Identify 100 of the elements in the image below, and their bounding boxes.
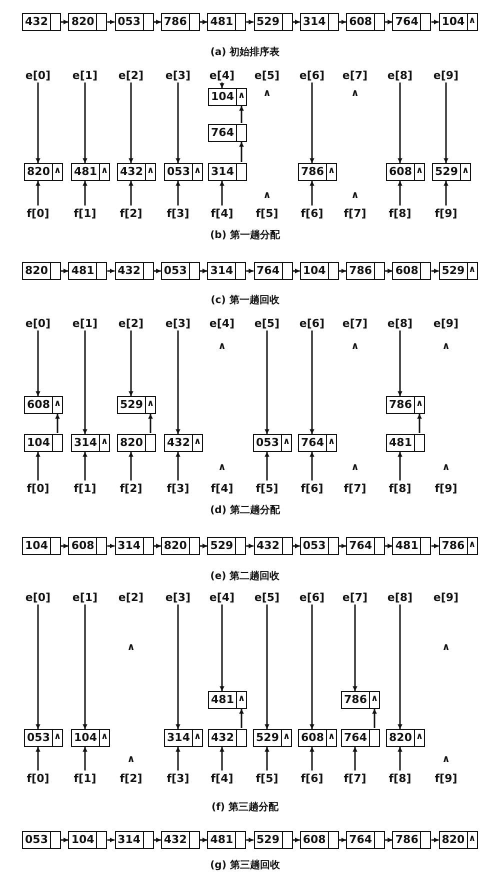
record-box bbox=[254, 13, 292, 31]
arrow bbox=[220, 181, 224, 206]
pointer-label: e[7] bbox=[342, 316, 368, 330]
arrow bbox=[200, 20, 208, 24]
record-box bbox=[208, 124, 247, 142]
record-box bbox=[68, 13, 108, 31]
arrow bbox=[154, 838, 161, 842]
arrow bbox=[61, 20, 68, 24]
pointer-label: f[2] bbox=[120, 482, 142, 494]
arrow bbox=[398, 82, 402, 163]
key-value: 481 bbox=[73, 164, 98, 180]
record-box bbox=[386, 163, 425, 181]
pointer-label: e[4] bbox=[209, 68, 235, 82]
null-pointer-mark: ∧ bbox=[281, 730, 291, 746]
pointer-label: e[7] bbox=[342, 68, 368, 82]
key-value: 481 bbox=[394, 538, 420, 554]
pointer-label: f[8] bbox=[388, 772, 412, 784]
key-value: 053 bbox=[24, 832, 49, 848]
pointer-label: f[6] bbox=[300, 206, 324, 220]
record-box bbox=[392, 13, 432, 31]
pointer-label: e[2] bbox=[118, 68, 144, 82]
arrow bbox=[398, 604, 402, 729]
record-box bbox=[346, 13, 386, 31]
arrow bbox=[338, 838, 346, 842]
arrow bbox=[246, 20, 254, 24]
record-box bbox=[298, 729, 337, 747]
arrow bbox=[264, 452, 270, 480]
arrow bbox=[431, 544, 439, 548]
arrow bbox=[352, 747, 358, 770]
arrow bbox=[154, 544, 161, 548]
null-pointer-mark: ∧ bbox=[145, 397, 155, 413]
arrow bbox=[338, 268, 346, 274]
key-value: 820 bbox=[162, 538, 188, 554]
key-value: 764 bbox=[210, 125, 235, 141]
arrow bbox=[36, 181, 40, 206]
pointer-label: f[1] bbox=[74, 772, 96, 784]
arrow bbox=[36, 82, 40, 163]
key-value: 820 bbox=[388, 730, 413, 746]
pointer-label: f[6] bbox=[300, 772, 324, 784]
record-box bbox=[114, 537, 154, 555]
key-value: 786 bbox=[343, 692, 368, 708]
record-box bbox=[346, 831, 386, 849]
null-pointer-mark: ∧ bbox=[236, 89, 246, 105]
key-value: 786 bbox=[348, 263, 374, 279]
arrow bbox=[292, 20, 300, 24]
null-pointer-mark: ∧ bbox=[414, 730, 424, 746]
pointer-label: f[2] bbox=[120, 206, 142, 220]
arrow bbox=[352, 604, 358, 691]
arrow bbox=[246, 268, 254, 274]
arrow bbox=[431, 838, 439, 842]
arrow bbox=[220, 82, 224, 88]
pointer-label: e[9] bbox=[433, 590, 459, 604]
arrow bbox=[239, 709, 244, 728]
record-box bbox=[22, 13, 61, 31]
record-box bbox=[24, 396, 63, 414]
arrow bbox=[310, 452, 314, 480]
null-mark: ∧ bbox=[126, 754, 136, 766]
arrow bbox=[310, 330, 314, 434]
record-box bbox=[68, 831, 108, 849]
pointer-label: e[4] bbox=[209, 316, 235, 330]
key-value: 764 bbox=[394, 14, 420, 30]
record-box bbox=[253, 729, 292, 747]
record-box bbox=[207, 831, 246, 849]
key-value: 608 bbox=[388, 164, 413, 180]
null-pointer-mark: ∧ bbox=[326, 730, 336, 746]
record-box bbox=[68, 262, 108, 280]
null-pointer-mark: ∧ bbox=[466, 14, 477, 30]
arrow bbox=[82, 330, 88, 434]
null-mark: ∧ bbox=[350, 462, 360, 474]
pointer-label: e[0] bbox=[25, 590, 51, 604]
record-box bbox=[207, 13, 246, 31]
arrow bbox=[385, 268, 392, 274]
figure-caption: (g) 第三趟回收 bbox=[210, 860, 280, 872]
key-value: 820 bbox=[24, 263, 49, 279]
arrow bbox=[338, 544, 346, 548]
key-value: 053 bbox=[162, 263, 188, 279]
key-value: 104 bbox=[70, 832, 96, 848]
pointer-label: e[8] bbox=[387, 316, 413, 330]
null-mark: ∧ bbox=[442, 642, 450, 654]
key-value: 786 bbox=[394, 832, 420, 848]
key-value: 314 bbox=[210, 164, 235, 180]
pointer-label: e[0] bbox=[25, 316, 51, 330]
arrow bbox=[148, 414, 153, 433]
record-box bbox=[114, 831, 154, 849]
record-box bbox=[208, 691, 247, 709]
pointer-label: e[6] bbox=[299, 590, 325, 604]
key-value: 053 bbox=[302, 538, 327, 554]
key-value: 820 bbox=[26, 164, 51, 180]
pointer-label: e[1] bbox=[72, 316, 98, 330]
record-box bbox=[438, 537, 478, 555]
arrow bbox=[444, 181, 448, 206]
pointer-label: f[4] bbox=[210, 206, 234, 220]
record-box bbox=[346, 262, 386, 280]
key-value: 314 bbox=[302, 14, 327, 30]
null-pointer-mark: ∧ bbox=[281, 435, 291, 451]
key-value: 104 bbox=[440, 14, 466, 30]
record-box bbox=[392, 537, 432, 555]
key-value: 529 bbox=[434, 164, 459, 180]
arrow bbox=[107, 838, 115, 842]
arrow bbox=[82, 181, 88, 206]
